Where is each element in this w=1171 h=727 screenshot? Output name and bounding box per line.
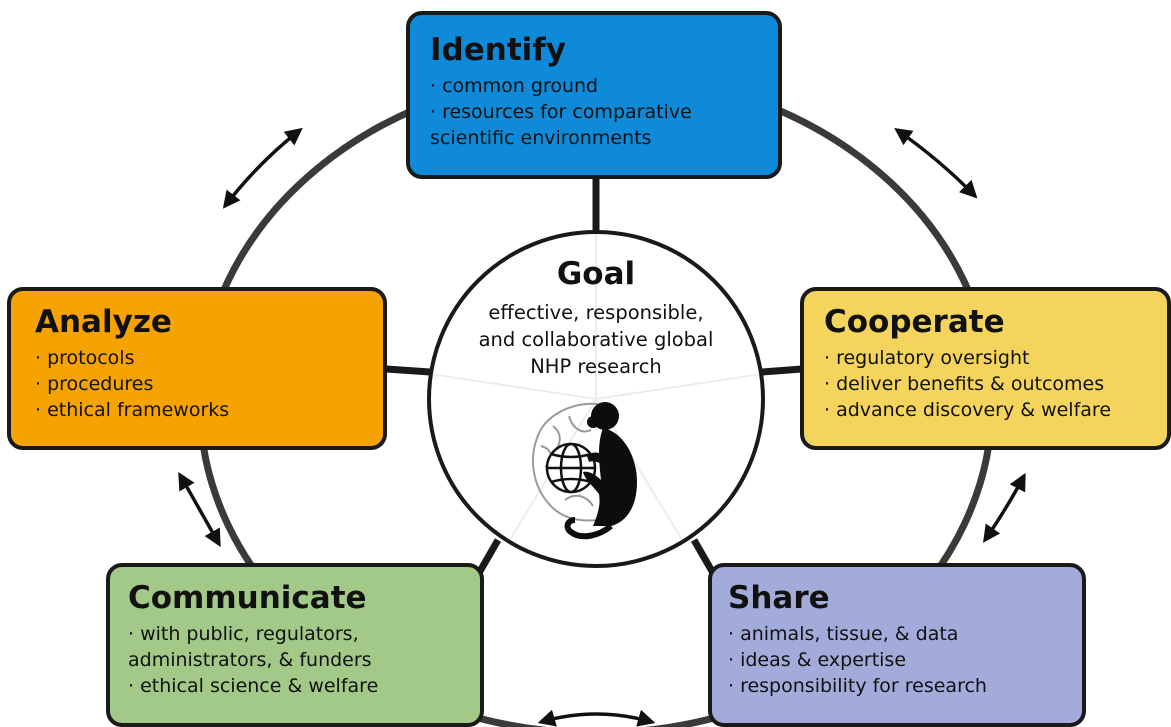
goal-line: and collaborative global <box>478 327 714 351</box>
list-item: · animals, tissue, & data <box>728 622 959 645</box>
list-item: · protocols <box>35 346 135 369</box>
goal-line: effective, responsible, <box>488 301 704 324</box>
spoke-cooperate <box>761 365 803 376</box>
share-list: · animals, tissue, & data · ideas & expe… <box>728 621 1082 700</box>
list-item: · resources for comparative <box>430 100 692 123</box>
monkey-icon <box>564 402 637 540</box>
goal-title: Goal <box>556 256 636 292</box>
identify-list: · common ground · resources for comparat… <box>430 73 778 152</box>
double-arrow-icon <box>537 709 656 727</box>
communicate-box: Communicate · with public, regulators, a… <box>106 563 484 727</box>
double-arrow-icon <box>178 471 221 548</box>
list-item: · advance discovery & welfare <box>824 399 1112 422</box>
list-item: · common ground <box>430 74 599 97</box>
cooperate-box: Cooperate · regulatory oversight · deliv… <box>800 287 1171 450</box>
goal-line: NHP research <box>530 354 662 378</box>
goal-pentagon-guides <box>431 234 761 555</box>
list-item: · ethical science & welfare <box>128 675 379 698</box>
list-item: · deliver benefits & outcomes <box>824 372 1105 395</box>
analyze-box: Analyze · protocols · procedures · ethic… <box>7 287 387 450</box>
nhp-research-illustration <box>532 402 637 540</box>
list-item: administrators, & funders <box>128 648 372 671</box>
communicate-title: Communicate <box>128 580 367 616</box>
goal-description: effective, responsible, and collaborativ… <box>431 300 761 381</box>
double-arrow-icon <box>983 472 1026 543</box>
list-item: · ideas & expertise <box>728 648 907 671</box>
double-arrow-icon <box>894 127 978 199</box>
list-item: · procedures <box>35 372 154 395</box>
list-item: · with public, regulators, <box>128 622 359 645</box>
list-item: · regulatory oversight <box>824 346 1030 369</box>
analyze-title: Analyze <box>35 304 172 340</box>
list-item: · responsibility for research <box>728 675 987 698</box>
identify-title: Identify <box>430 32 566 68</box>
cooperate-title: Cooperate <box>824 304 1005 340</box>
list-item: · ethical frameworks <box>35 399 230 422</box>
share-box: Share · animals, tissue, & data · ideas … <box>708 563 1086 727</box>
double-arrow-icon <box>222 127 303 209</box>
communicate-list: · with public, regulators, administrator… <box>128 621 480 700</box>
cooperate-list: · regulatory oversight · deliver benefit… <box>824 345 1167 424</box>
share-title: Share <box>728 580 830 616</box>
analyze-list: · protocols · procedures · ethical frame… <box>35 345 383 424</box>
list-item: scientific environments <box>430 127 652 150</box>
identify-box: Identify · common ground · resources for… <box>406 11 782 179</box>
spoke-analyze <box>385 365 431 376</box>
globe-icon <box>545 442 597 494</box>
goal-circle: Goal effective, responsible, and collabo… <box>427 230 765 568</box>
